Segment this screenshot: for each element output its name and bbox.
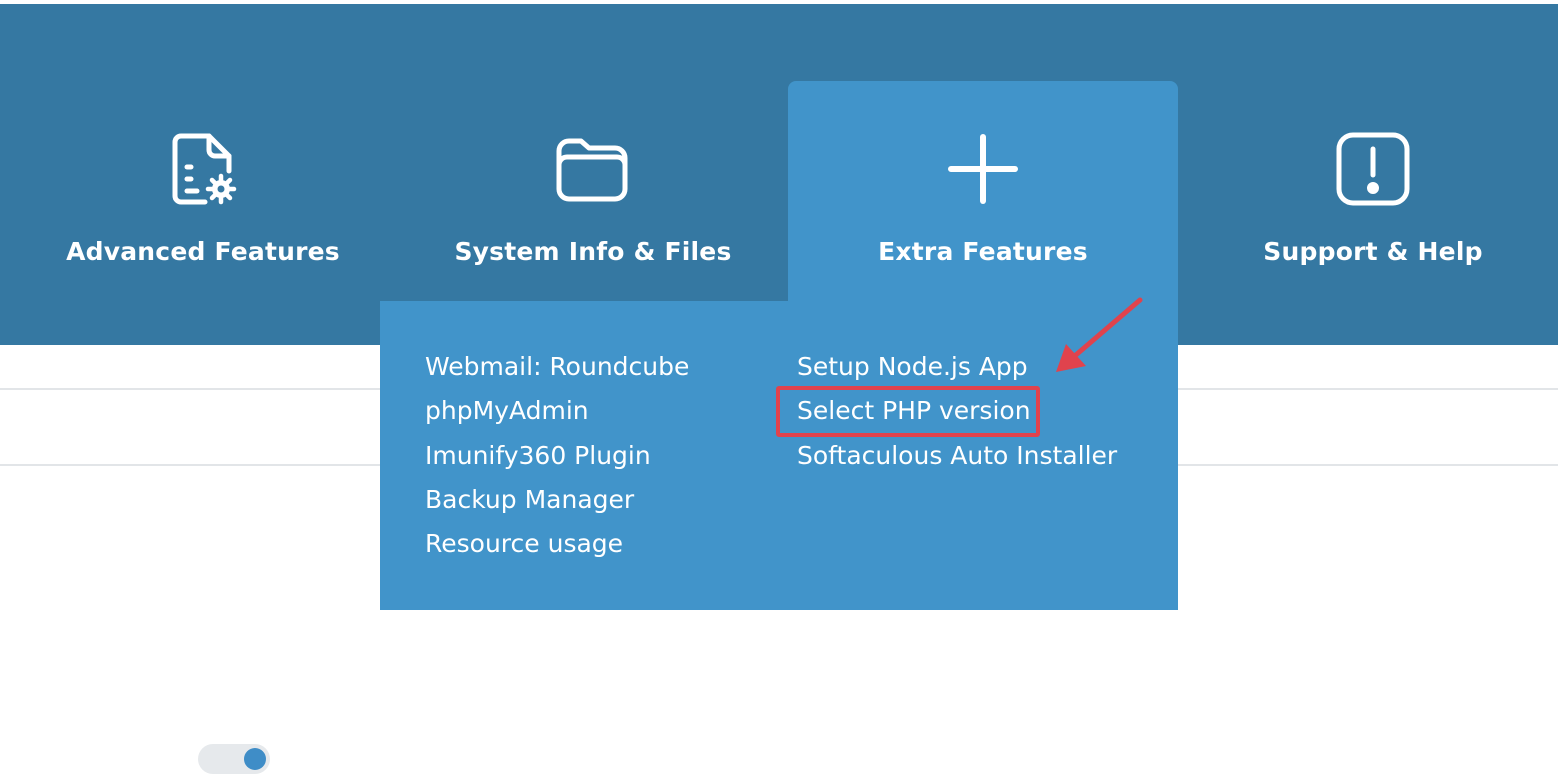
annotation-arrow-icon: [1056, 297, 1143, 372]
folder-icon: [555, 131, 631, 207]
alert-icon: [1335, 131, 1411, 207]
toggle-switch[interactable]: [198, 744, 270, 774]
nav-system-info-files[interactable]: System Info & Files: [398, 81, 788, 345]
dropdown-column: Webmail: Roundcube phpMyAdmin Imunify360…: [425, 349, 689, 570]
extra-features-dropdown: Webmail: Roundcube phpMyAdmin Imunify360…: [380, 301, 1178, 610]
nav-support-help[interactable]: Support & Help: [1178, 81, 1558, 345]
nav-label: Advanced Features: [66, 237, 340, 266]
nav-label: Extra Features: [878, 237, 1088, 266]
menu-item-resource-usage[interactable]: Resource usage: [425, 529, 624, 559]
menu-item-phpmyadmin[interactable]: phpMyAdmin: [425, 396, 589, 426]
menu-item-imunify360-plugin[interactable]: Imunify360 Plugin: [425, 440, 651, 470]
dropdown-column: Setup Node.js App Select PHP version Sof…: [797, 349, 1117, 482]
annotation-highlight-box: [776, 386, 1040, 437]
file-settings-icon: [165, 131, 241, 207]
plus-icon: [945, 131, 1021, 207]
menu-item-webmail-roundcube[interactable]: Webmail: Roundcube: [425, 352, 690, 381]
nav-advanced-features[interactable]: Advanced Features: [8, 81, 398, 345]
top-navigation-bar: [0, 4, 1558, 345]
nav-label: System Info & Files: [454, 237, 732, 266]
menu-item-select-php-version[interactable]: Select PHP version: [797, 396, 1031, 426]
menu-item-setup-nodejs-app[interactable]: Setup Node.js App: [797, 352, 1028, 381]
menu-item-softaculous-auto-installer[interactable]: Softaculous Auto Installer: [797, 440, 1118, 470]
nav-label: Support & Help: [1263, 237, 1483, 266]
toggle-knob: [244, 748, 266, 770]
menu-item-backup-manager[interactable]: Backup Manager: [425, 484, 635, 514]
